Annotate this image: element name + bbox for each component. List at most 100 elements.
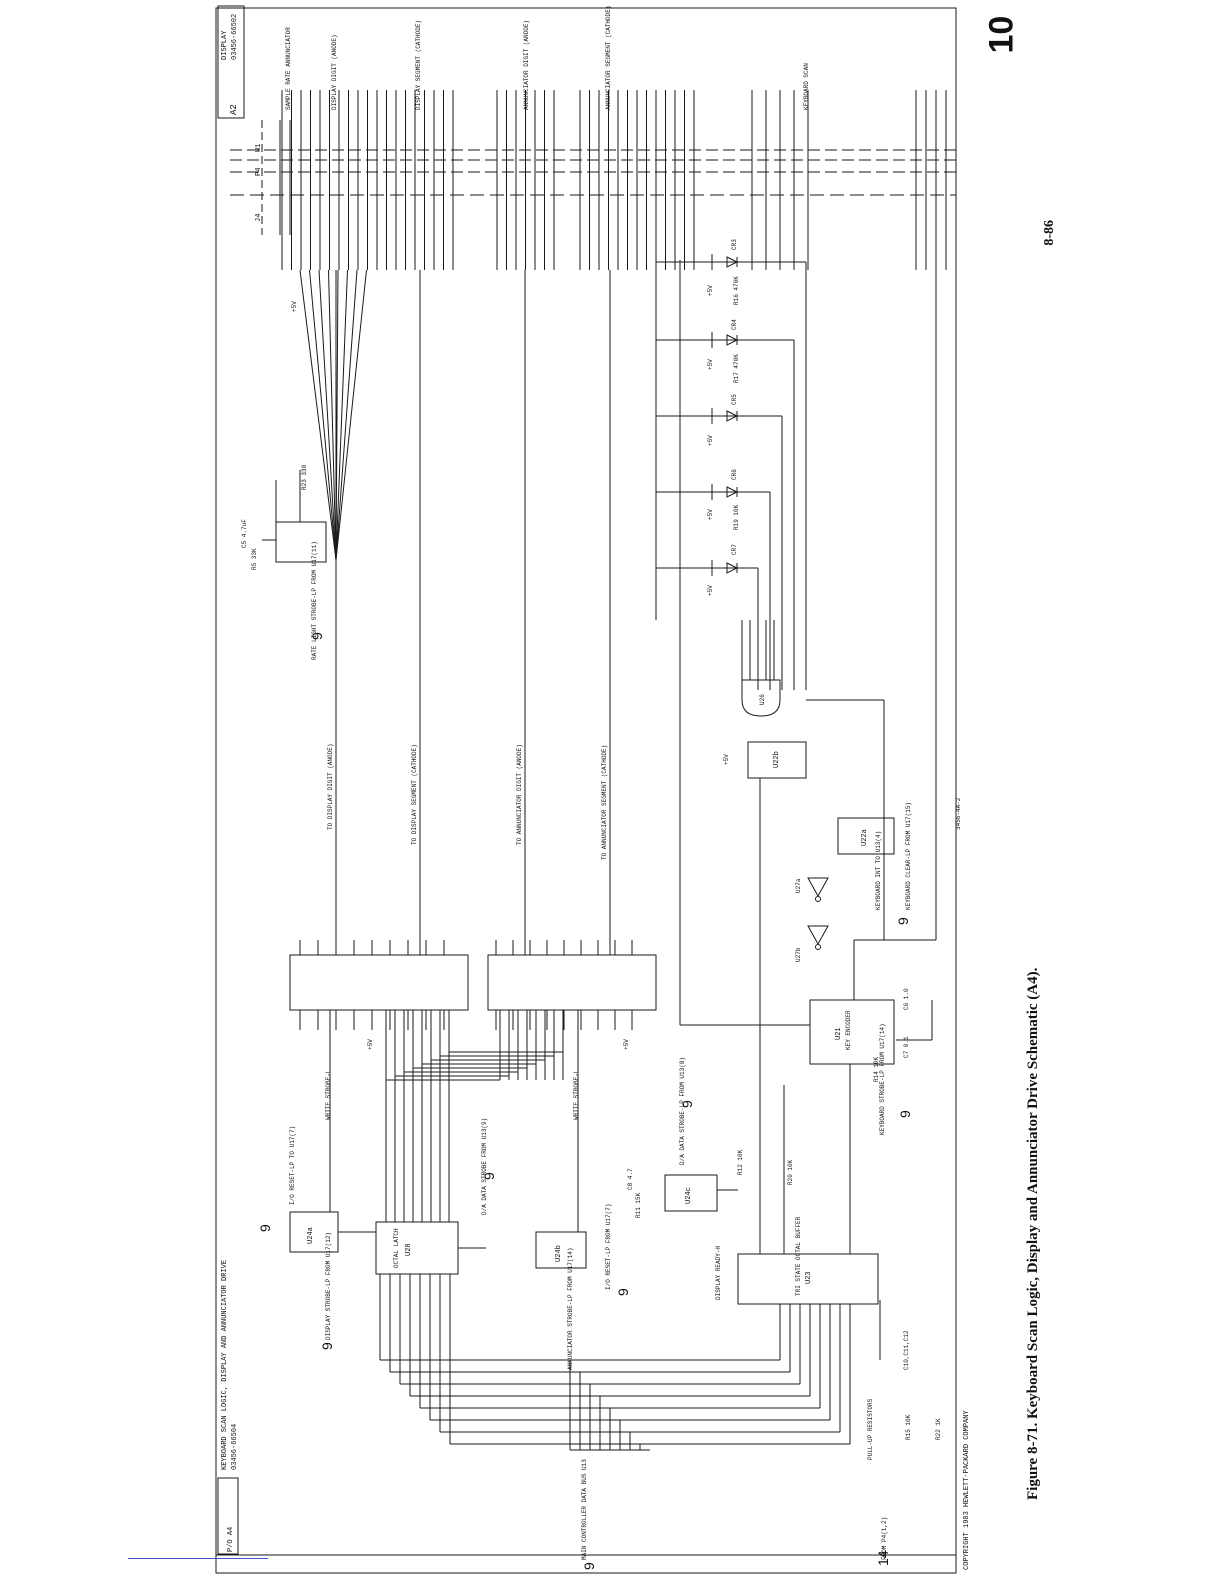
c5-label: C5 4.7uF (241, 519, 248, 548)
u28-ref: U28 (405, 1243, 413, 1256)
group-label-sample-rate: SAMPLE RATE ANNUNCIATOR (285, 27, 292, 110)
group-label-annunciator-segment: ANNUNCIATOR SEGMENT (CATHODE) (605, 6, 612, 110)
drawing-number: 3456-4A-2 (955, 797, 962, 830)
keyboard-diode-ladder (656, 254, 807, 690)
connector-j4: J4 (255, 214, 263, 222)
r20-label: R20 10K (787, 1159, 794, 1185)
bus-label-display-segment: TO DISPLAY SEGMENT (CATHODE) (411, 744, 418, 845)
titleblock-left-part: 03456-66504 (231, 1424, 239, 1470)
group-label-display-digit: DISPLAY DIGIT (ANODE) (331, 34, 338, 110)
u21-ref: U21 (835, 1027, 843, 1040)
signal-da-strobe-u24c: D/A DATA STROBE-LP FROM U13(8) (679, 1057, 686, 1165)
sheet-ref: 9 (319, 1342, 335, 1350)
u28-octal-latch (375, 1221, 459, 1275)
annunciator-driver-ic (487, 954, 657, 1011)
group-label-keyboard-scan: KEYBOARD SCAN (803, 63, 810, 110)
u27b-inverter (807, 925, 829, 946)
u24b-flipflop (535, 1231, 587, 1269)
u21-label: KEY ENCODER (845, 1010, 852, 1050)
diode-cr4: CR4 (731, 319, 738, 330)
bus-label-annunciator-segment: TO ANNUNCIATOR SEGMENT (CATHODE) (601, 745, 608, 860)
bottom-rule (128, 1558, 268, 1559)
u24c-ref: U24c (685, 1187, 693, 1204)
titleblock-right-part: 03456-66502 (231, 14, 239, 60)
bus-label-display-digit: TO DISPLAY DIGIT (ANODE) (327, 744, 334, 830)
r15-label: R15 10K (905, 1414, 912, 1440)
left-titleblock (217, 1477, 239, 1555)
page-number-text: 10 (982, 15, 1021, 54)
drive-buses (299, 269, 633, 1222)
diode-cr6: CR6 (731, 469, 738, 480)
sheet-ref: 9 (895, 917, 911, 925)
diode-cr7: CR7 (731, 544, 738, 555)
signal-write-strobe: WRITE STROBE-L (325, 1069, 332, 1120)
titleblock-left-ref: P/O A4 (227, 1527, 235, 1552)
c6-label: C6 1.0 (903, 988, 910, 1010)
supply-label: +5V (623, 1039, 630, 1050)
copyright-text: COPYRIGHT 1983 HEWLETT-PACKARD COMPANY (963, 1410, 971, 1570)
signal-da-data-strobe: D/A DATA STROBE FROM U13(9) (481, 1118, 488, 1215)
u23-label: TRI STATE OCTAL BUFFER (795, 1216, 802, 1296)
signal-rate-light: RATE LIGHT STROBE-LP FROM U17(11) (311, 541, 318, 660)
u22b-flipflop (747, 741, 807, 779)
signal-keyboard-int: KEYBOARD INT TO U13(4) (875, 831, 882, 910)
r14-label: R14 10K (873, 1056, 880, 1082)
u27a-inverter (807, 877, 829, 898)
r17-label: R17 470K (733, 354, 740, 383)
supply-label: +5V (707, 435, 714, 446)
r22-label: R22 1K (935, 1418, 942, 1440)
u27b-ref: U27b (795, 947, 802, 962)
group-label-annunciator-digit: ANNUNCIATOR DIGIT (ANODE) (523, 20, 530, 110)
r23-label: R23 330 (301, 464, 308, 490)
signal-annunciator-strobe: ANNUNCIATOR STROBE-LP FROM U17(14) (567, 1248, 574, 1370)
u20-flipflop (275, 521, 327, 563)
titleblock-right-title: DISPLAY (221, 30, 229, 60)
signal-keyboard-strobe: KEYBOARD STROBE-LP FROM U17(14) (879, 1023, 886, 1135)
sheet-border (215, 7, 957, 1574)
diode-symbol (726, 334, 739, 346)
group-label-display-segment: DISPLAY SEGMENT (CATHODE) (415, 20, 422, 110)
diode-symbol (726, 486, 739, 498)
signal-keyboard-clear: KEYBOARD CLEAR-LP FROM U17(15) (905, 802, 912, 910)
supply-label: +5V (707, 585, 714, 596)
diode-cr3: CR3 (731, 239, 738, 250)
diode-symbol (726, 410, 739, 422)
u22a-ref: U22a (861, 829, 869, 846)
signal-from-p4: FROM P4(1,2) (881, 1517, 888, 1560)
connector-pin-lines (230, 90, 956, 270)
bus-label-annunciator-digit: TO ANNUNCIATOR DIGIT (ANODE) (516, 744, 523, 845)
display-driver-ic (289, 954, 469, 1011)
supply-label: +5V (723, 754, 730, 765)
supply-label: +5V (707, 285, 714, 296)
u24c-flipflop (664, 1174, 718, 1212)
signal-pullup: PULL-UP RESISTORS (867, 1398, 874, 1460)
sheet-ref: 9 (309, 632, 325, 640)
diode-symbol (726, 256, 739, 268)
sheet-ref: 9 (679, 1100, 695, 1108)
connector-w1: W1 (255, 144, 263, 152)
u23-ref: U23 (805, 1271, 813, 1284)
u24b-ref: U24b (555, 1245, 563, 1262)
u23-tri-state-buffer (737, 1253, 879, 1305)
signal-main-bus: MAIN CONTROLLER DATA BUS U13 (581, 1459, 588, 1560)
u26-gate (741, 679, 781, 717)
wire (318, 269, 337, 561)
r16-label: R16 470K (733, 276, 740, 305)
main-data-bus (379, 1274, 851, 1451)
diode-symbol (726, 562, 739, 574)
r12-label: R12 10K (737, 1149, 744, 1175)
supply-label: +5V (707, 509, 714, 520)
wire (335, 269, 348, 561)
c7-label: C7 0.1 (903, 1036, 910, 1058)
signal-display-ready: DISPLAY READY-H (715, 1246, 722, 1300)
c8-label: C8 4.7 (627, 1168, 634, 1190)
signal-write-strobe-2: WRITE STROBE-L (573, 1069, 580, 1120)
u26-ref: U26 (759, 694, 766, 705)
u21-key-encoder (809, 999, 895, 1065)
u28-label: OCTAL LATCH (393, 1228, 400, 1268)
sheet-ref: 9 (897, 1110, 913, 1118)
sheet-ref: 9 (481, 1172, 497, 1180)
wire (328, 269, 337, 561)
supply-label: +5V (367, 1039, 374, 1050)
